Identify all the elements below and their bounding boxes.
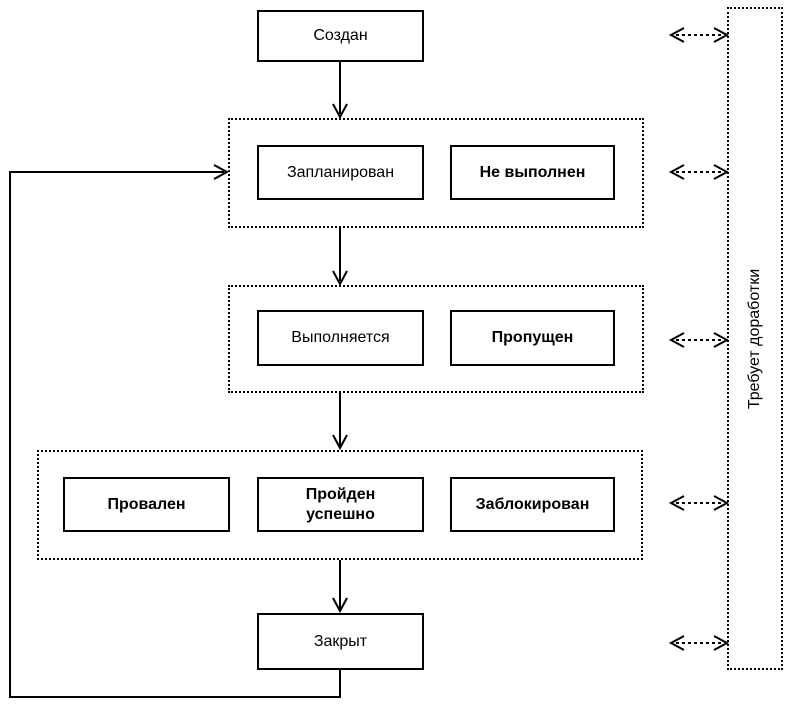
rework-link-arrow-execution <box>668 332 730 348</box>
flow-arrow-execution-to-result <box>332 393 348 451</box>
group-execution-states <box>228 285 644 393</box>
state-not-executed-label: Не выполнен <box>479 163 586 181</box>
state-passed: Пройден успешно <box>257 477 424 532</box>
state-not-executed: Не выполнен <box>450 145 615 200</box>
state-failed-label: Провален <box>107 495 186 513</box>
state-in-progress: Выполняется <box>257 310 424 366</box>
state-blocked: Заблокирован <box>450 477 615 532</box>
state-needs-rework-panel: Требует доработки <box>727 7 783 670</box>
loop-arrow-closed-to-planned <box>9 164 341 698</box>
group-result-states <box>37 450 643 560</box>
state-planned: Запланирован <box>257 145 424 200</box>
state-created: Создан <box>257 10 424 62</box>
rework-link-arrow-created <box>668 27 730 43</box>
state-passed-label: Пройден успешно <box>305 486 376 523</box>
state-closed-label: Закрыт <box>313 632 368 650</box>
rework-link-arrow-result <box>668 495 730 511</box>
state-needs-rework-label: Требует доработки <box>746 268 763 409</box>
rework-link-arrow-planned <box>668 164 730 180</box>
flow-arrow-created-to-planned <box>332 62 348 120</box>
rework-link-arrow-closed <box>668 635 730 651</box>
state-failed: Провален <box>63 477 230 532</box>
flow-arrow-result-to-closed <box>332 560 348 614</box>
state-blocked-label: Заблокирован <box>475 495 590 513</box>
state-skipped: Пропущен <box>450 310 615 366</box>
state-skipped-label: Пропущен <box>491 329 574 347</box>
flow-arrow-planned-to-execution <box>332 228 348 287</box>
state-created-label: Создан <box>313 27 368 45</box>
state-in-progress-label: Выполняется <box>291 329 390 347</box>
state-closed: Закрыт <box>257 613 424 670</box>
group-planned-states <box>228 118 644 228</box>
state-planned-label: Запланирован <box>286 163 395 181</box>
